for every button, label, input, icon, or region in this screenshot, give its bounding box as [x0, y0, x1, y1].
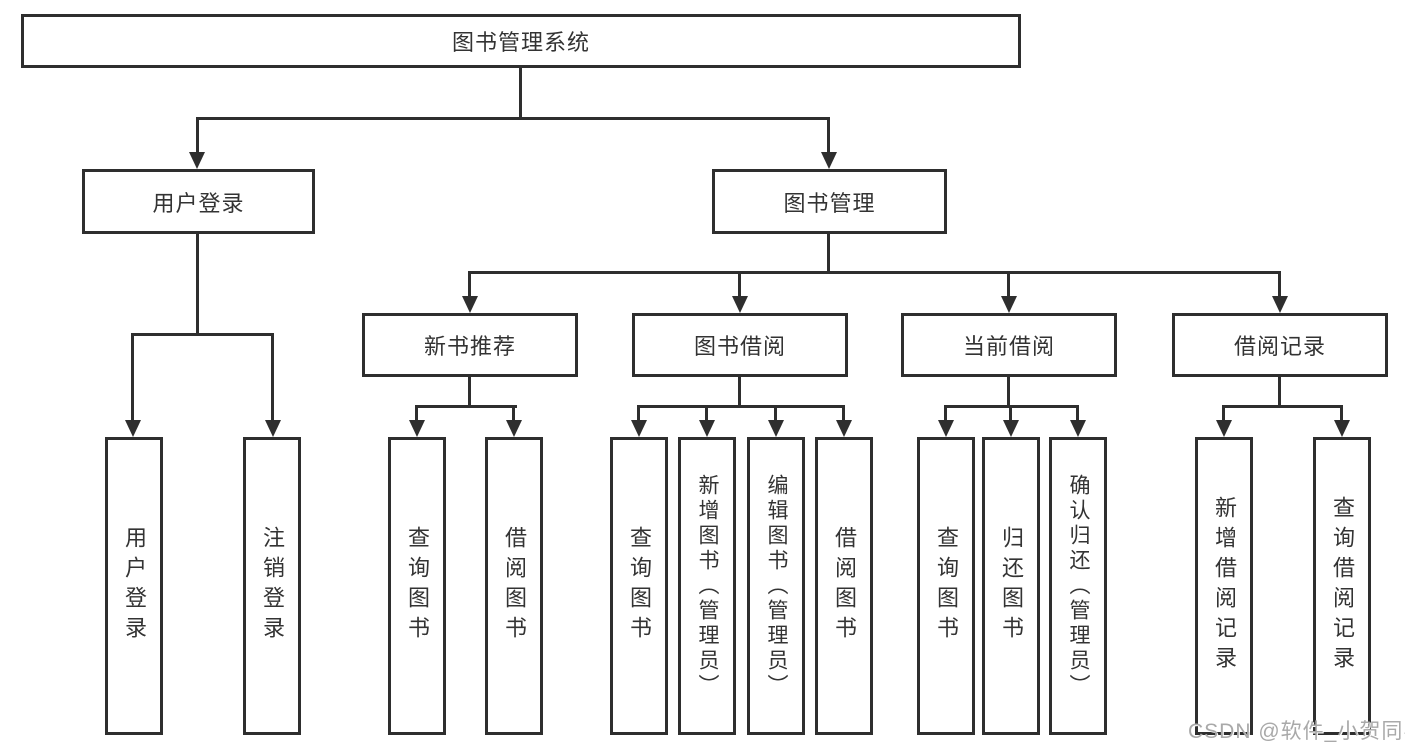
arrowhead-icon: [631, 420, 647, 437]
connector-line: [774, 407, 777, 421]
node-root-label: 图书管理系统: [451, 30, 590, 55]
connector-line: [637, 405, 845, 408]
watermark-text: CSDN @软件_小贺同学: [1188, 720, 1405, 743]
arrowhead-icon: [1272, 296, 1288, 313]
node-book-borrow-label: 图书借阅: [693, 334, 786, 359]
arrowhead-icon: [821, 152, 837, 169]
connector-line: [271, 335, 274, 421]
leaf-label: 归还图书: [999, 526, 1024, 646]
connector-line: [705, 407, 708, 421]
node-leaf-return-book: 归还图书: [982, 437, 1040, 735]
connector-line: [468, 377, 471, 407]
connector-line: [738, 273, 741, 297]
leaf-label: 确认归还（管理员）: [1067, 473, 1090, 699]
connector-line: [512, 407, 515, 421]
node-leaf-logout: 注销登录: [243, 437, 301, 735]
connector-line: [637, 407, 640, 421]
node-leaf-confirm-return-admin: 确认归还（管理员）: [1049, 437, 1107, 735]
node-leaf-query-book-3: 查询图书: [917, 437, 975, 735]
connector-line: [196, 234, 199, 335]
leaf-label: 注销登录: [260, 526, 285, 646]
leaf-label: 借阅图书: [832, 526, 857, 646]
leaf-label: 查询借阅记录: [1330, 496, 1355, 676]
connector-line: [1009, 407, 1012, 421]
node-book-management: 图书管理: [712, 169, 947, 234]
node-book-borrow: 图书借阅: [632, 313, 848, 377]
connector-line: [1007, 377, 1010, 407]
node-leaf-add-borrow-record: 新增借阅记录: [1195, 437, 1253, 735]
arrowhead-icon: [125, 420, 141, 437]
connector-line: [131, 335, 134, 421]
connector-line: [196, 117, 830, 120]
arrowhead-icon: [462, 296, 478, 313]
connector-line: [842, 407, 845, 421]
node-root: 图书管理系统: [21, 14, 1021, 68]
node-leaf-borrow-book-1: 借阅图书: [485, 437, 543, 735]
node-new-book-recommend: 新书推荐: [362, 313, 578, 377]
connector-line: [1222, 407, 1225, 421]
arrowhead-icon: [409, 420, 425, 437]
connector-line: [1278, 377, 1281, 407]
arrowhead-icon: [1070, 420, 1086, 437]
node-leaf-query-borrow-record: 查询借阅记录: [1313, 437, 1371, 735]
node-leaf-query-book-2: 查询图书: [610, 437, 668, 735]
arrowhead-icon: [699, 420, 715, 437]
leaf-label: 借阅图书: [502, 526, 527, 646]
connector-line: [827, 119, 830, 153]
arrowhead-icon: [768, 420, 784, 437]
connector-line: [519, 68, 522, 119]
leaf-label: 用户登录: [122, 526, 147, 646]
arrowhead-icon: [506, 420, 522, 437]
connector-line: [1076, 407, 1079, 421]
connector-line: [131, 333, 274, 336]
arrowhead-icon: [732, 296, 748, 313]
node-current-borrow: 当前借阅: [901, 313, 1117, 377]
node-new-book-recommend-label: 新书推荐: [423, 334, 516, 359]
arrowhead-icon: [1216, 420, 1232, 437]
connector-line: [1340, 407, 1343, 421]
arrowhead-icon: [265, 420, 281, 437]
connector-line: [468, 271, 1281, 274]
connector-line: [944, 407, 947, 421]
node-user-login: 用户登录: [82, 169, 315, 234]
leaf-label: 编辑图书（管理员）: [765, 473, 788, 699]
arrowhead-icon: [189, 152, 205, 169]
leaf-label: 查询图书: [405, 526, 430, 646]
leaf-label: 新增借阅记录: [1212, 496, 1237, 676]
node-leaf-user-login: 用户登录: [105, 437, 163, 735]
node-borrow-records: 借阅记录: [1172, 313, 1388, 377]
leaf-label: 新增图书（管理员）: [696, 473, 719, 699]
leaf-label: 查询图书: [934, 526, 959, 646]
connector-line: [944, 405, 1079, 408]
arrowhead-icon: [836, 420, 852, 437]
leaf-label: 查询图书: [627, 526, 652, 646]
node-user-login-label: 用户登录: [152, 190, 245, 216]
connector-line: [1007, 273, 1010, 297]
arrowhead-icon: [938, 420, 954, 437]
connector-line: [415, 405, 517, 408]
node-leaf-borrow-book-2: 借阅图书: [815, 437, 873, 735]
node-current-borrow-label: 当前借阅: [962, 334, 1055, 359]
connector-line: [415, 407, 418, 421]
arrowhead-icon: [1003, 420, 1019, 437]
arrowhead-icon: [1001, 296, 1017, 313]
connector-line: [738, 377, 741, 407]
connector-line: [468, 273, 471, 297]
node-leaf-query-book-1: 查询图书: [388, 437, 446, 735]
node-borrow-records-label: 借阅记录: [1233, 334, 1326, 359]
node-leaf-add-book-admin: 新增图书（管理员）: [678, 437, 736, 735]
arrowhead-icon: [1334, 420, 1350, 437]
node-leaf-edit-book-admin: 编辑图书（管理员）: [747, 437, 805, 735]
connector-line: [827, 234, 830, 273]
connector-line: [1278, 273, 1281, 297]
connector-line: [1222, 405, 1343, 408]
connector-line: [196, 119, 199, 153]
node-book-management-label: 图书管理: [783, 190, 876, 216]
